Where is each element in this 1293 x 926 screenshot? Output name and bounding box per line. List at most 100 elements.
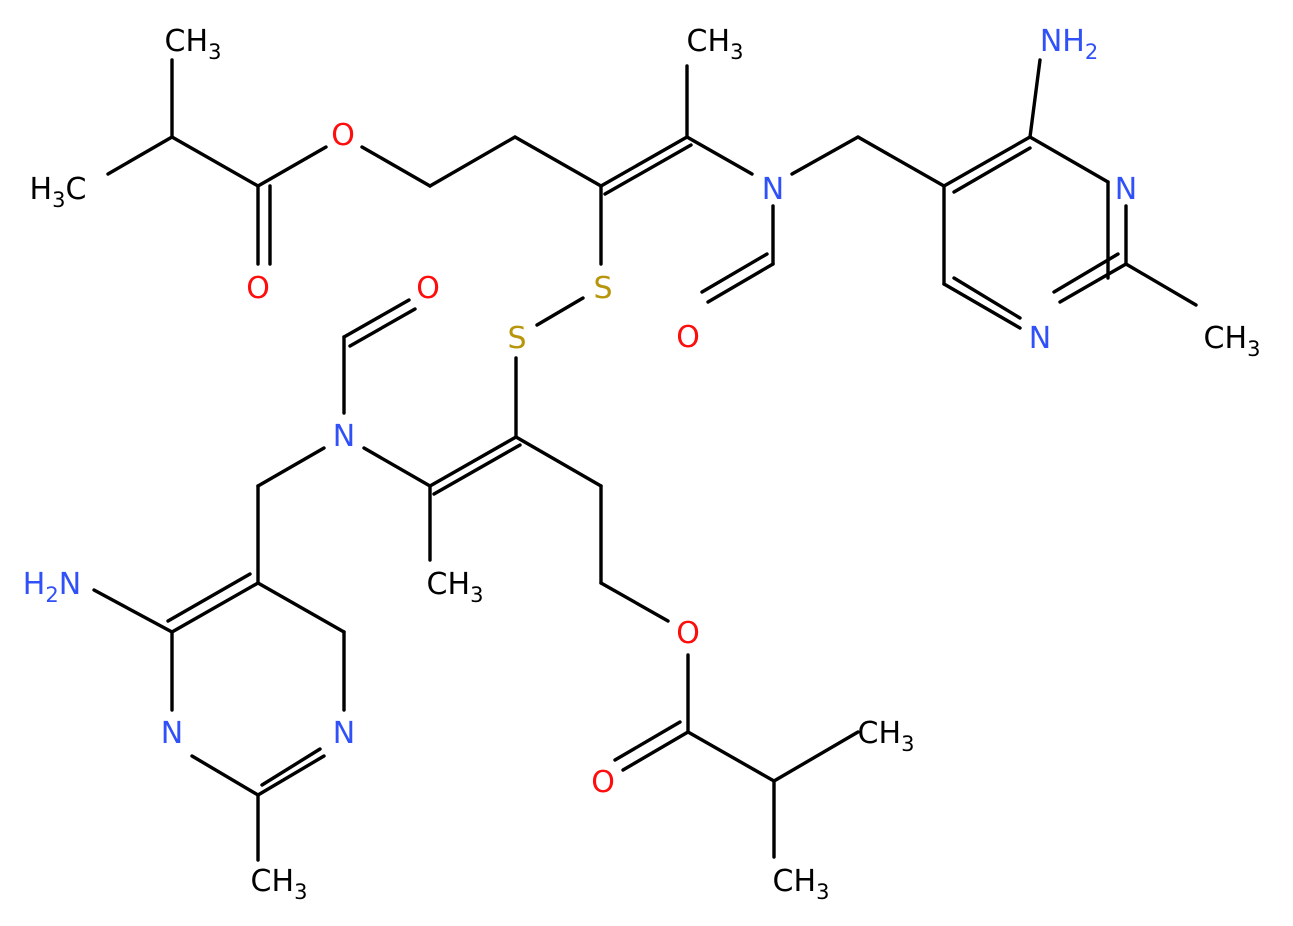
atom-label-ch3-mid: CH3 <box>427 567 484 607</box>
atom-label-s-2: S <box>507 321 526 356</box>
atom-symbol: CH <box>251 864 295 899</box>
bond-line <box>1058 262 1128 304</box>
atom-subscript: 3 <box>470 583 483 607</box>
bonds <box>92 58 1198 862</box>
atom-label-n-2: N <box>333 419 355 454</box>
atom-label-n-l1: N <box>161 716 183 751</box>
atom-symbol: S <box>593 271 612 306</box>
atom-label-h3c-l: H3C <box>30 172 87 212</box>
atom-subscript: 3 <box>901 732 914 756</box>
bond-line <box>599 135 689 188</box>
atom-prefix-subscript: 2 <box>45 583 58 607</box>
atom-label-n-l2: N <box>333 716 355 751</box>
atom-prefix-subscript: 3 <box>52 188 65 212</box>
atom-symbol: O <box>246 271 270 306</box>
atom-symbol: N <box>333 419 355 454</box>
atom-label-n-r1: N <box>1115 172 1137 207</box>
atom-symbol: NH <box>1040 24 1085 59</box>
atom-symbol: CH <box>1204 321 1248 356</box>
bond-line <box>514 435 603 488</box>
atom-subscript: 3 <box>294 880 307 904</box>
bond-line <box>432 443 522 496</box>
atom-symbol: CH <box>165 24 209 59</box>
atom-label-o-form2: O <box>416 271 440 306</box>
bond-line <box>621 730 690 772</box>
atom-symbol: N <box>333 716 355 751</box>
atom-label-ch3-r: CH3 <box>1204 321 1261 361</box>
atom-symbol: O <box>591 765 615 800</box>
bond-line <box>772 730 860 783</box>
atom-label-s-1: S <box>593 271 612 306</box>
bond-line <box>106 135 174 176</box>
bond-line <box>686 730 776 783</box>
atom-subscript: 3 <box>1247 337 1260 361</box>
bond-line <box>256 581 346 634</box>
atom-label-h2n-l: H2N <box>23 567 81 607</box>
atom-symbol: N <box>59 567 81 602</box>
bond-line <box>1028 135 1110 184</box>
atom-symbol: N <box>161 716 183 751</box>
atom-label-n-1: N <box>762 172 784 207</box>
bond-line <box>342 298 411 339</box>
bond-line <box>535 296 585 327</box>
atom-label-o-ester1: O <box>331 118 355 153</box>
atom-symbol: CH <box>427 567 471 602</box>
atom-prefix: H <box>23 567 46 602</box>
atom-label-ch3-bl: CH3 <box>251 864 308 904</box>
bond-line <box>700 252 769 294</box>
atom-label-ch3-br1: CH3 <box>858 716 915 756</box>
bond-line <box>685 135 754 176</box>
bond-line <box>362 446 432 488</box>
atom-label-ch3-t: CH3 <box>687 24 744 64</box>
bond-line <box>360 145 432 188</box>
atom-label-o-keto2: O <box>591 765 615 800</box>
bond-line <box>790 135 860 176</box>
bond-line <box>599 581 670 623</box>
bond-line <box>428 435 518 488</box>
bond-line <box>170 135 260 188</box>
atom-symbol: C <box>65 172 86 207</box>
bond-line <box>613 720 682 762</box>
bond-line <box>942 282 1022 330</box>
bond-line <box>256 446 326 488</box>
atom-subscript: 3 <box>730 40 743 64</box>
bond-line <box>428 135 517 188</box>
atom-label-o-form1: O <box>676 320 700 355</box>
atom-subscript: 2 <box>1085 40 1098 64</box>
bond-line <box>1028 58 1042 139</box>
atom-symbol: CH <box>773 864 817 899</box>
bond-line <box>952 146 1032 194</box>
bond-line <box>856 135 946 188</box>
bond-line <box>92 588 174 634</box>
bond-line <box>942 135 1032 188</box>
bond-line <box>170 581 260 634</box>
atom-symbol: O <box>676 616 700 651</box>
atom-symbol: O <box>676 320 700 355</box>
atom-symbol: N <box>1115 172 1137 207</box>
bond-line <box>952 276 1022 320</box>
bond-line <box>256 754 326 797</box>
atom-label-n-r2: N <box>1029 321 1051 356</box>
atom-symbol: O <box>416 271 440 306</box>
atom-symbol: CH <box>858 716 902 751</box>
atom-symbol: CH <box>687 24 731 59</box>
atom-symbol: S <box>507 321 526 356</box>
atom-label-nh2-r: NH2 <box>1040 24 1098 64</box>
atom-symbol: N <box>762 172 784 207</box>
bond-line <box>513 135 603 188</box>
atom-subscript: 3 <box>816 880 829 904</box>
bond-line <box>260 747 322 787</box>
atom-label-ch3-br2: CH3 <box>773 864 830 904</box>
bond-line <box>348 307 417 348</box>
atom-label-o-ester2: O <box>676 616 700 651</box>
bond-line <box>1052 252 1120 294</box>
atom-symbol: N <box>1029 321 1051 356</box>
bond-line <box>190 754 260 797</box>
bond-line <box>706 262 775 304</box>
atom-prefix: H <box>30 172 53 207</box>
bond-line <box>256 145 328 188</box>
bond-line <box>1124 262 1198 307</box>
atom-symbol: O <box>331 118 355 153</box>
